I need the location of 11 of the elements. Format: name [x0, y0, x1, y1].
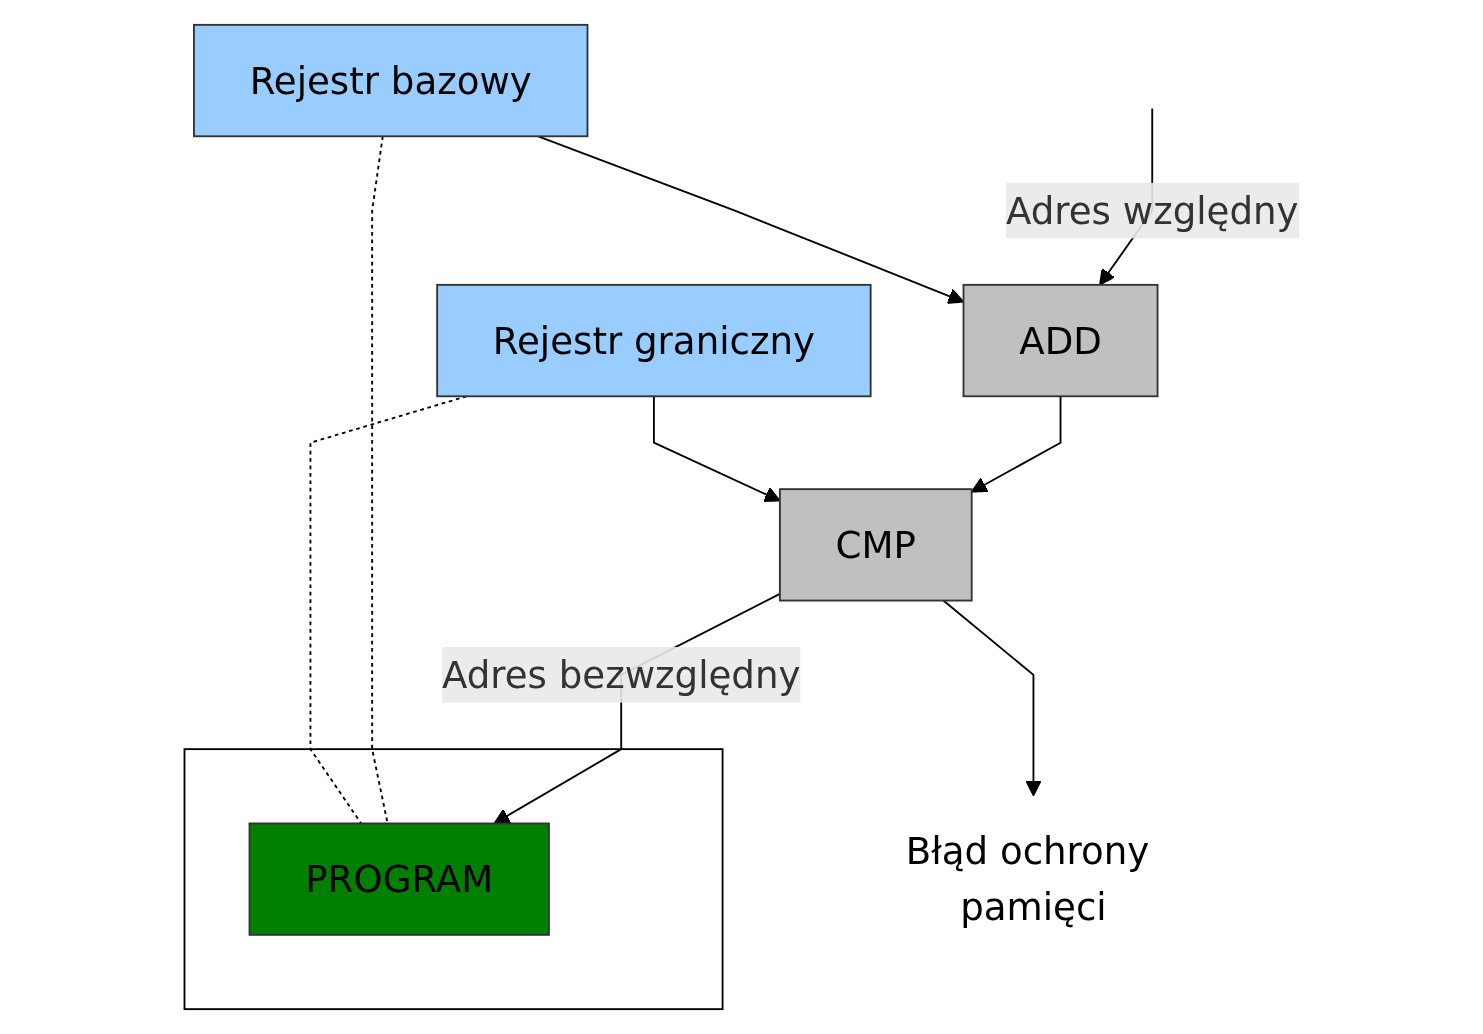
arrow	[942, 599, 1042, 797]
node-box: Rejestr bazowy	[193, 23, 589, 138]
edge-label: Adres bezwzględny	[441, 652, 801, 698]
node-box: Rejestr graniczny	[436, 283, 872, 398]
edge-label: Adres względny	[1005, 188, 1299, 233]
node-box: ADD	[962, 283, 1159, 398]
node-box: CMP	[778, 488, 973, 602]
node-box: PROGRAM	[248, 822, 550, 936]
arrow	[970, 395, 1062, 493]
cluster	[183, 748, 724, 1011]
node-text: Błąd ochrony pamięci	[905, 829, 1150, 930]
